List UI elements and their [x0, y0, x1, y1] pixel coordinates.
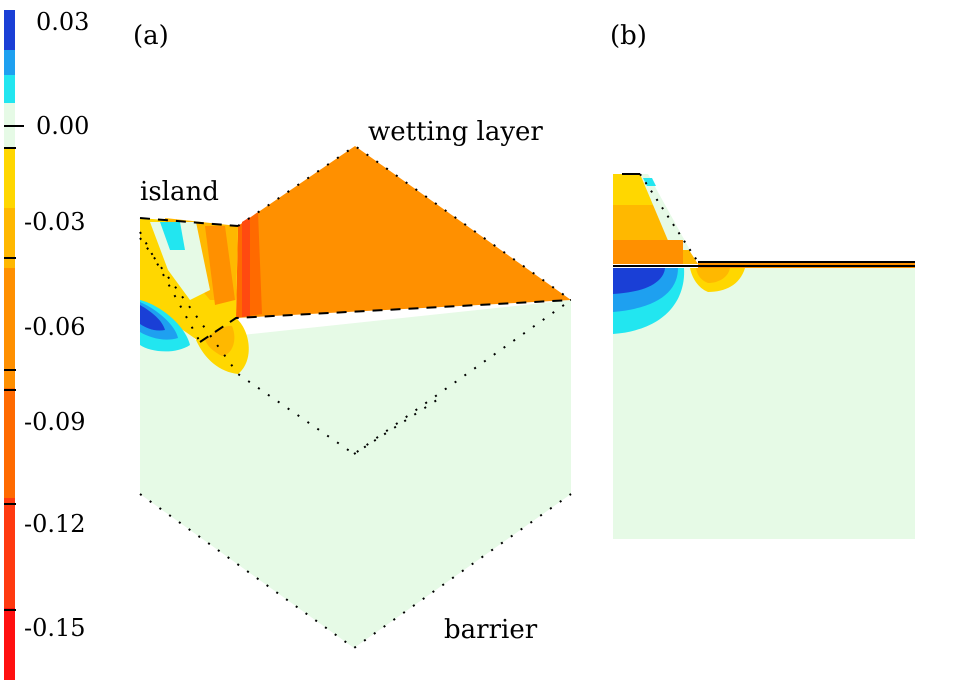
island-base-orange-b: [613, 240, 683, 264]
strain-lobe-amber: [205, 325, 235, 356]
panel-a: (a) island wet: [133, 21, 572, 650]
colorbar-band-neg-max: [4, 608, 15, 680]
wetting-layer-region: [236, 146, 571, 318]
island-label: island: [140, 177, 219, 207]
colorbar-tick-label: -0.15: [24, 614, 86, 642]
strain-lobe-deep-blue-b: [613, 268, 665, 294]
island-top-edge: [139, 217, 239, 227]
island-edge-orange: [205, 226, 235, 305]
barrier-label: barrier: [444, 615, 538, 645]
colorbar-band-neg-mid: [4, 208, 15, 268]
strain-band-red: [242, 217, 250, 317]
strain-lobe-deep-blue: [140, 305, 165, 331]
panel-a-label: (a): [133, 21, 169, 51]
colorbar-band-neg-red: [4, 498, 15, 608]
colorbar-tick-label: 0.03: [36, 8, 89, 36]
colorbar-tick-label: -0.03: [24, 208, 86, 236]
wetting-layer-label: wetting layer: [368, 117, 543, 147]
colorbar-band-pos-mid: [4, 50, 15, 75]
strain-lobe-amber-b: [696, 268, 730, 283]
colorbar-band-pos-low: [4, 75, 15, 103]
colorbar: 0.03 0.00 -0.03 -0.06 -0.09 -0.12 -0.15: [4, 8, 89, 680]
island-core: [150, 222, 210, 300]
panel-b-label: (b): [610, 21, 647, 51]
colorbar-tick-label: -0.12: [24, 510, 86, 538]
panel-b: (b): [610, 21, 915, 539]
island-core-positive: [160, 222, 185, 250]
colorbar-tick-label: -0.09: [24, 408, 86, 436]
colorbar-tick-label: 0.00: [36, 112, 89, 140]
island-core-b: [640, 174, 690, 250]
colorbar-band-neg-small: [4, 148, 15, 208]
colorbar-band-neg-orange: [4, 268, 15, 388]
colorbar-tick-label: -0.06: [24, 313, 86, 341]
colorbar-band-pos-high: [4, 10, 15, 50]
outline-inner-branch: [353, 397, 441, 455]
island-strain-b: [613, 174, 660, 205]
colorbar-band-neg-dark-orange: [4, 388, 15, 498]
interface-dashed: [199, 299, 572, 343]
